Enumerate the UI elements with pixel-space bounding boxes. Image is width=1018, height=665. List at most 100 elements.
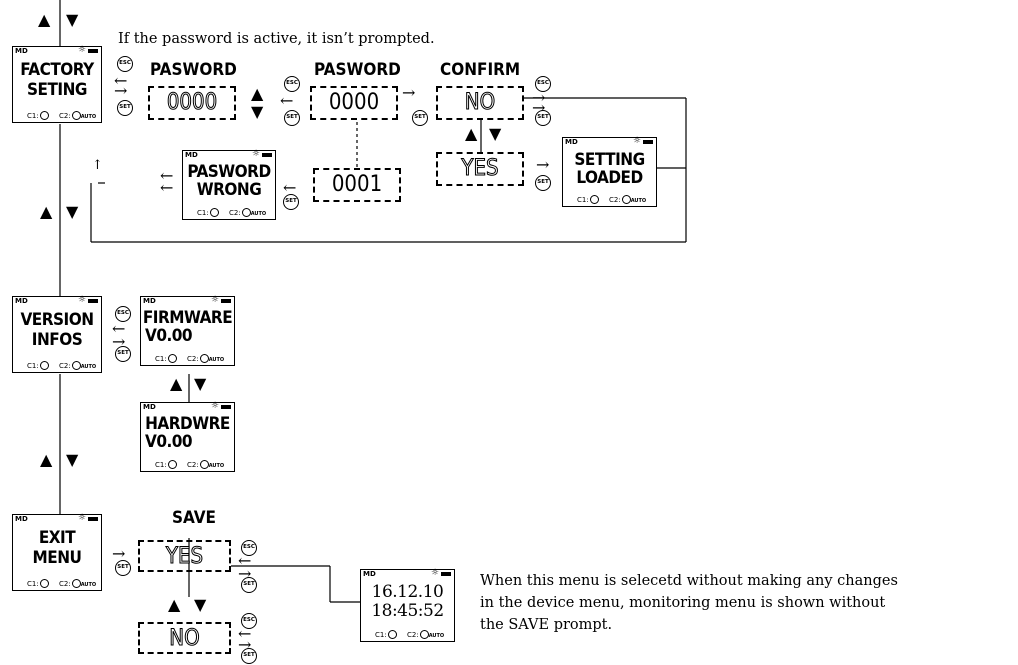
up-arrow-icon[interactable]: ▲	[168, 595, 181, 614]
c1-indicator: C1:	[577, 195, 599, 204]
c2-label: C2:	[407, 631, 419, 639]
screen-line-1: EXIT	[38, 528, 76, 548]
screen-line-2: MENU	[32, 548, 82, 568]
c1-label: C1:	[27, 362, 39, 370]
auto-label: AUTO	[80, 582, 97, 588]
firmware-screen: MD ☼ FIRMWARE V0.00 C1: C2:AUTO	[140, 295, 235, 366]
set-button[interactable]: SET	[535, 175, 551, 191]
c1-indicator: C1:	[375, 630, 397, 639]
left-arrow-icon: ←	[283, 178, 297, 197]
c1-label: C1:	[375, 631, 387, 639]
c1-circle-icon	[39, 111, 49, 120]
c1-indicator: C1:	[27, 579, 49, 588]
up-arrow-icon[interactable]: ▲	[38, 10, 51, 29]
sun-icon: ☼	[210, 401, 219, 411]
monitoring-clock-screen: MD ☼ 16.12.10 18:45:52 C1: C2:AUTO	[360, 568, 455, 642]
set-button[interactable]: SET	[117, 100, 133, 116]
c2-indicator: C2: AUTO	[229, 208, 266, 217]
esc-button[interactable]: ESC	[115, 306, 131, 322]
esc-button[interactable]: ESC	[241, 540, 257, 556]
set-button[interactable]: SET	[115, 346, 131, 362]
password-wrong-screen: MD ☼ PASWORD WRONG C1: C2:AUTO	[182, 149, 276, 220]
setting-loaded-screen: MD ☼ SETTING LOADED C1: C2:AUTO	[562, 136, 657, 207]
c1-circle-icon	[387, 630, 397, 639]
set-button[interactable]: SET	[241, 648, 257, 664]
pasword-label-1: PASWORD	[150, 60, 237, 80]
left-arrow-icon: ←	[160, 166, 174, 185]
save-no-box[interactable]: NO	[138, 622, 231, 654]
exit-menu-screen: MD ☼ EXIT MENU C1: C2:AUTO	[12, 513, 102, 591]
up-arrow-icon: ↑	[92, 158, 103, 173]
battery-icon	[88, 517, 98, 521]
screen-line-1: FIRMWARE	[142, 308, 233, 328]
c2-indicator: C2:AUTO	[59, 111, 96, 120]
down-arrow-icon[interactable]: ▼	[251, 102, 264, 121]
password-entry-box[interactable]: 0000	[148, 86, 236, 120]
up-arrow-icon[interactable]: ▲	[251, 84, 264, 103]
set-button[interactable]: SET	[241, 577, 257, 593]
set-button[interactable]: SET	[412, 110, 428, 126]
c2-label: C2:	[609, 196, 621, 204]
up-arrow-icon[interactable]: ▲	[40, 450, 53, 469]
c1-indicator: C1:	[197, 208, 219, 217]
c2-label: C2:	[229, 209, 241, 217]
up-arrow-icon[interactable]: ▲	[170, 374, 183, 393]
set-button[interactable]: SET	[284, 110, 300, 126]
md-label: MD	[185, 151, 198, 159]
down-arrow-icon[interactable]: ▼	[66, 202, 79, 221]
c1-circle-icon	[167, 354, 177, 363]
battery-icon	[441, 572, 451, 576]
version-infos-screen: MD ☼ VERSION INFOS C1: C2:AUTO	[12, 295, 102, 373]
battery-icon	[88, 299, 98, 303]
screen-line-2: SETING	[27, 80, 87, 100]
c2-circle-icon	[621, 195, 631, 204]
down-arrow-icon[interactable]: ▼	[194, 374, 207, 393]
down-arrow-icon[interactable]: ▼	[489, 124, 502, 143]
pasword-label-2: PASWORD	[314, 60, 401, 80]
confirm-no-box[interactable]: NO	[436, 86, 524, 120]
set-button[interactable]: SET	[283, 194, 299, 210]
c2-label: C2:	[59, 112, 71, 120]
right-arrow-icon: →	[532, 88, 546, 107]
c2-indicator: C2:AUTO	[187, 460, 224, 469]
md-label: MD	[15, 297, 28, 305]
c1-label: C1:	[27, 112, 39, 120]
save-note-line-1: When this menu is selecetd without makin…	[480, 573, 898, 589]
c2-label: C2:	[59, 362, 71, 370]
down-arrow-icon[interactable]: ▼	[66, 450, 79, 469]
esc-button[interactable]: ESC	[117, 56, 133, 72]
esc-button[interactable]: ESC	[241, 613, 257, 629]
battery-icon	[262, 153, 272, 157]
up-arrow-icon[interactable]: ▲	[465, 124, 478, 143]
auto-label: AUTO	[428, 633, 445, 639]
down-arrow-icon[interactable]: ▼	[66, 10, 79, 29]
set-button[interactable]: SET	[115, 560, 131, 576]
confirm-yes-box[interactable]: YES	[436, 152, 524, 186]
auto-label: AUTO	[208, 463, 225, 469]
md-label: MD	[15, 47, 28, 55]
left-arrow-icon: ←	[238, 551, 252, 570]
md-label: MD	[363, 570, 376, 578]
screen-line-1: HARDWRE	[145, 414, 230, 434]
md-label: MD	[15, 515, 28, 523]
sun-icon: ☼	[632, 136, 641, 146]
c2-indicator: C2: AUTO	[609, 195, 646, 204]
esc-button[interactable]: ESC	[284, 76, 300, 92]
set-button[interactable]: SET	[535, 110, 551, 126]
screen-line-1: SETTING	[574, 150, 645, 170]
password-entry-box-2[interactable]: 0000	[310, 86, 398, 120]
c2-circle-icon	[199, 354, 209, 363]
up-arrow-icon[interactable]: ▲	[40, 202, 53, 221]
time-display: 18:45:52	[371, 601, 444, 621]
down-arrow-icon[interactable]: ▼	[194, 595, 207, 614]
wrong-password-box[interactable]: 0001	[313, 168, 401, 202]
c2-indicator: C2:AUTO	[187, 354, 224, 363]
esc-button[interactable]: ESC	[535, 76, 551, 92]
save-yes-box[interactable]: YES	[138, 540, 231, 572]
c1-circle-icon	[209, 208, 219, 217]
c2-circle-icon	[71, 111, 81, 120]
auto-label: AUTO	[250, 211, 267, 217]
c2-circle-icon	[71, 361, 81, 370]
battery-icon	[221, 405, 231, 409]
auto-label: AUTO	[630, 198, 647, 204]
